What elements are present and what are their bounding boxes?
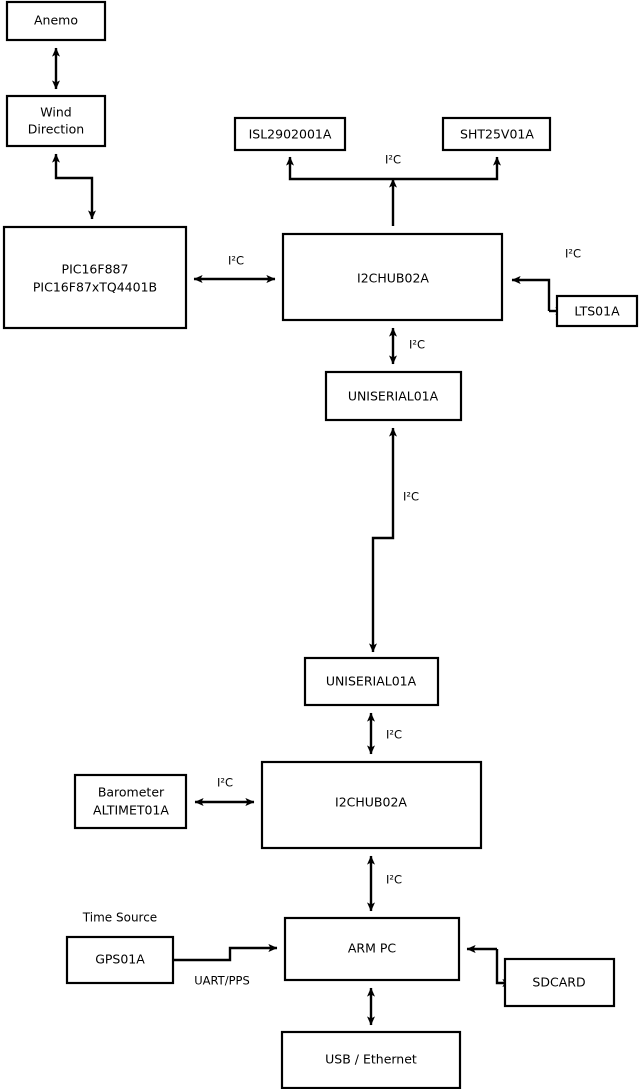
node-sdcard-label: SDCARD bbox=[532, 975, 585, 990]
edge-label-hub-uniserial-top: I²C bbox=[409, 338, 425, 352]
label-time-source: Time Source bbox=[82, 911, 157, 925]
node-isl2902001a-label: ISL2902001A bbox=[249, 127, 332, 142]
node-i2chub02a-bottom-label: I2CHUB02A bbox=[335, 795, 407, 810]
node-pic-label-2: PIC16F87xTQ4401B bbox=[33, 280, 157, 295]
node-i2chub02a-top[interactable]: I2CHUB02A bbox=[281, 232, 504, 322]
edge-wind-pic bbox=[52, 153, 96, 220]
edge-label-isl-sht-bus: I²C bbox=[385, 153, 401, 167]
edge-bus-sht bbox=[393, 156, 501, 181]
node-wind-direction-label-1: Wind bbox=[40, 105, 71, 120]
edge-hubtop-lts-in bbox=[511, 276, 551, 311]
node-uniserial01a-bottom[interactable]: UNISERIAL01A bbox=[303, 656, 440, 707]
node-usb-ethernet[interactable]: USB / Ethernet bbox=[280, 1030, 462, 1089]
node-barometer[interactable]: Barometer ALTIMET01A bbox=[73, 773, 188, 830]
node-i2chub02a-top-box[interactable] bbox=[281, 232, 504, 322]
edge-label-pic-hub: I²C bbox=[228, 254, 244, 268]
node-wind-direction-box[interactable] bbox=[5, 94, 107, 148]
node-lts01a[interactable]: LTS01A bbox=[555, 294, 639, 328]
node-i2chub02a-bottom-box[interactable] bbox=[260, 760, 483, 850]
node-gps01a-label: GPS01A bbox=[95, 952, 145, 967]
node-uniserial01a-top-box[interactable] bbox=[324, 370, 463, 422]
edge-uniserial-link bbox=[369, 427, 397, 653]
node-anemo-label: Anemo bbox=[34, 13, 78, 28]
node-wind-direction[interactable]: Wind Direction bbox=[5, 94, 107, 148]
node-gps01a[interactable]: GPS01A bbox=[65, 935, 175, 985]
edge-bus-isl bbox=[286, 156, 393, 181]
node-isl2902001a-box[interactable] bbox=[233, 116, 347, 152]
node-i2chub02a-bottom[interactable]: I2CHUB02A bbox=[260, 760, 483, 850]
edge-label-hub-armpc: I²C bbox=[386, 873, 402, 887]
node-usb-ethernet-box[interactable] bbox=[280, 1030, 462, 1089]
node-sht25v01a-box[interactable] bbox=[441, 116, 552, 152]
node-barometer-label-2: ALTIMET01A bbox=[93, 803, 169, 818]
node-pic[interactable]: PIC16F887 PIC16F87xTQ4401B bbox=[2, 225, 188, 330]
edge-label-gps-armpc: UART/PPS bbox=[194, 974, 250, 988]
node-sdcard[interactable]: SDCARD bbox=[503, 957, 616, 1008]
node-lts01a-label: LTS01A bbox=[574, 304, 620, 319]
node-uniserial01a-bottom-label: UNISERIAL01A bbox=[326, 674, 417, 689]
node-gps01a-box[interactable] bbox=[65, 935, 175, 985]
node-wind-direction-label-2: Direction bbox=[28, 122, 84, 137]
node-barometer-box[interactable] bbox=[73, 773, 188, 830]
node-lts01a-box[interactable] bbox=[555, 294, 639, 328]
edge-gps-armpc bbox=[173, 944, 278, 962]
node-barometer-label-1: Barometer bbox=[98, 785, 165, 800]
edge-label-uniserial-hub-bot: I²C bbox=[386, 728, 402, 742]
node-arm-pc-label: ARM PC bbox=[348, 941, 397, 956]
node-uniserial01a-top[interactable]: UNISERIAL01A bbox=[324, 370, 463, 422]
node-isl2902001a[interactable]: ISL2902001A bbox=[233, 116, 347, 152]
node-anemo[interactable]: Anemo bbox=[5, 0, 107, 42]
node-anemo-box[interactable] bbox=[5, 0, 107, 42]
node-sdcard-box[interactable] bbox=[503, 957, 616, 1008]
node-arm-pc-box[interactable] bbox=[283, 916, 461, 982]
node-uniserial01a-bottom-box[interactable] bbox=[303, 656, 440, 707]
node-pic-label-1: PIC16F887 bbox=[62, 262, 129, 277]
node-usb-ethernet-label: USB / Ethernet bbox=[325, 1052, 417, 1067]
node-sht25v01a[interactable]: SHT25V01A bbox=[441, 116, 552, 152]
node-arm-pc[interactable]: ARM PC bbox=[283, 916, 461, 982]
node-i2chub02a-top-label: I2CHUB02A bbox=[357, 271, 429, 286]
node-uniserial01a-top-label: UNISERIAL01A bbox=[348, 389, 439, 404]
edge-label-barometer-hub: I²C bbox=[217, 776, 233, 790]
node-pic-box[interactable] bbox=[2, 225, 188, 330]
edge-label-uniserial-link: I²C bbox=[403, 490, 419, 504]
node-sht25v01a-label: SHT25V01A bbox=[460, 127, 534, 142]
edge-label-hub-lts: I²C bbox=[565, 247, 581, 261]
